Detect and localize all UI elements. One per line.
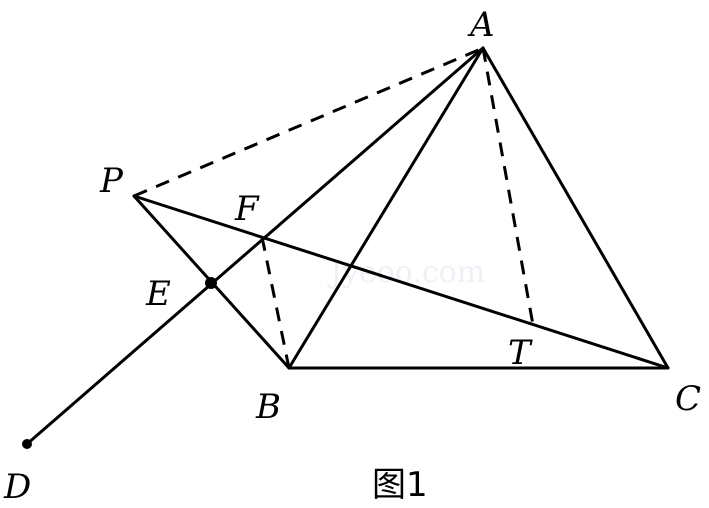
label-A: A [467,5,495,45]
segment-D-A [25,46,485,446]
figure-caption: 图1 [372,465,428,505]
label-P: P [99,161,124,201]
dashed-F-B [260,236,291,369]
point-E [205,277,217,289]
label-E: E [145,274,171,314]
dashed-P-A [133,46,484,198]
point-D [22,439,32,449]
segment-A-C [481,46,670,370]
label-D: D [3,467,31,507]
label-F: F [234,189,260,229]
label-C: C [675,379,701,419]
label-T: T [508,333,533,373]
label-B: B [255,387,281,427]
segment-A-B [287,46,485,370]
segment-P-C [132,194,670,370]
